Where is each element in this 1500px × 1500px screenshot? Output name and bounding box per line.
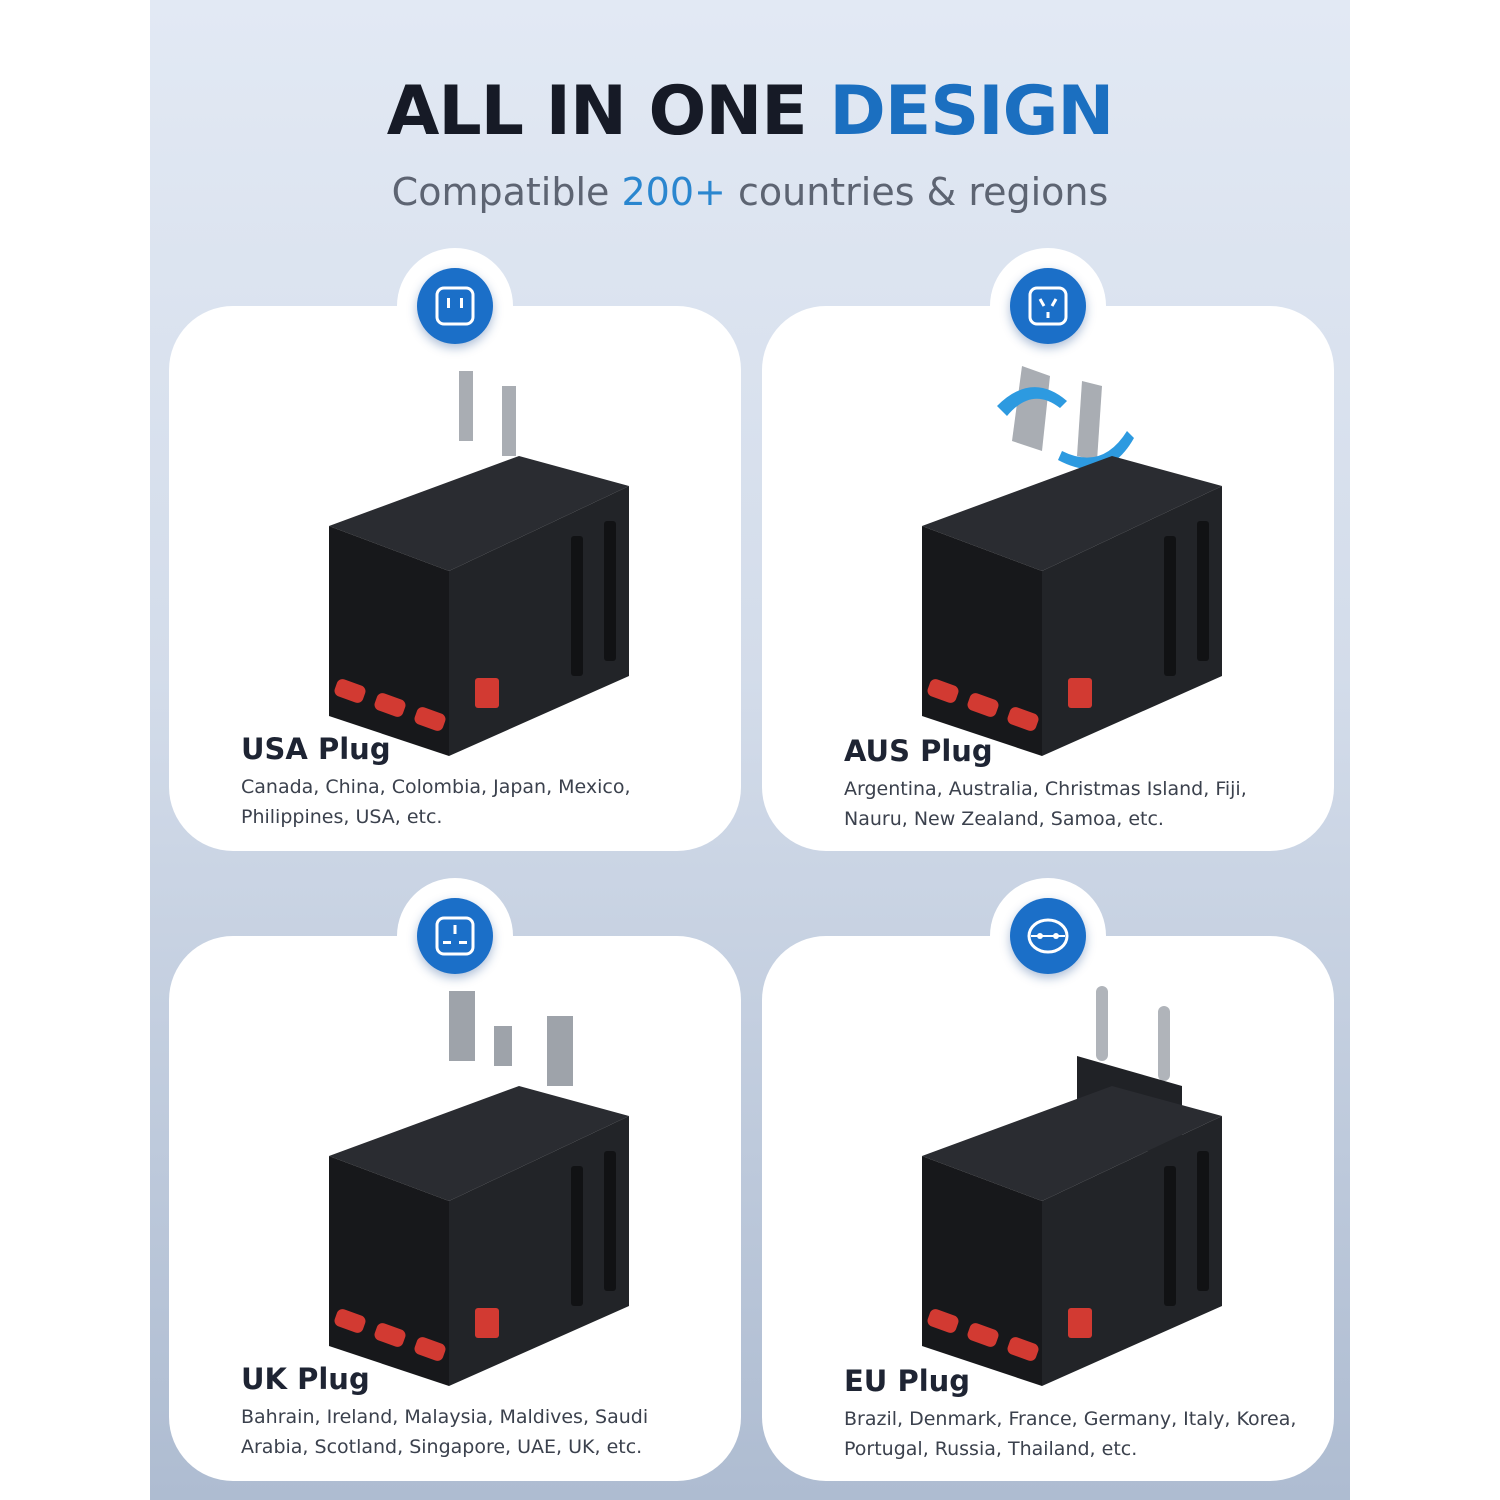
plug-countries: Bahrain, Ireland, Malaysia, Maldives, Sa… (241, 1406, 649, 1458)
plug-countries: Argentina, Australia, Christmas Island, … (844, 778, 1247, 830)
headline-part-1: ALL IN ONE (386, 72, 808, 151)
plug-card-eu: EU Plug Brazil, Denmark, France, Germany… (762, 878, 1334, 1481)
plug-countries: Brazil, Denmark, France, Germany, Italy,… (844, 1408, 1297, 1460)
subheadline: Compatible 200+ countries & regions (150, 170, 1350, 214)
plug-card-uk: UK Plug Bahrain, Ireland, Malaysia, Mald… (169, 878, 741, 1481)
adapter-image-aus (922, 366, 1222, 756)
plug-title: USA Plug (241, 732, 391, 766)
plug-countries: Canada, China, Colombia, Japan, Mexico, … (241, 776, 631, 828)
aus-socket-icon (1010, 268, 1086, 344)
adapter-image-eu (922, 986, 1222, 1386)
usa-socket-icon (417, 268, 493, 344)
eu-socket-icon (1010, 898, 1086, 974)
adapter-image-uk (329, 991, 629, 1386)
plug-title: UK Plug (241, 1362, 370, 1396)
subheadline-part-3: countries & regions (737, 170, 1109, 214)
plug-title: EU Plug (844, 1364, 971, 1398)
headline: ALL IN ONE DESIGN (150, 72, 1350, 151)
plug-card-usa: USA Plug Canada, China, Colombia, Japan,… (169, 248, 741, 851)
infographic-page: ALL IN ONE DESIGN Compatible 200+ countr… (150, 0, 1350, 1500)
uk-socket-icon (417, 898, 493, 974)
headline-part-2: DESIGN (829, 72, 1114, 151)
adapter-image-usa (329, 371, 629, 756)
subheadline-count: 200+ (621, 170, 726, 214)
subheadline-part-1: Compatible (391, 170, 610, 214)
plug-title: AUS Plug (844, 734, 993, 768)
plug-card-aus: AUS Plug Argentina, Australia, Christmas… (762, 248, 1334, 851)
